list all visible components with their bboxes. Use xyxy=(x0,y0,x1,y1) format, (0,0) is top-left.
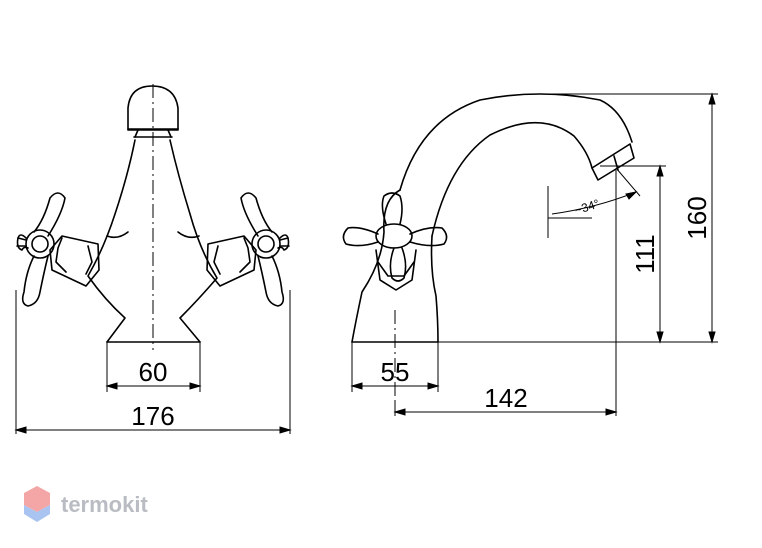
dim-front-base-width: 60 xyxy=(139,357,168,387)
left-handle xyxy=(16,192,66,307)
body-fillet-right xyxy=(177,231,200,239)
dim-spout-reach: 142 xyxy=(484,383,527,413)
dim-side-base-width: 55 xyxy=(381,357,410,387)
angle-indicator xyxy=(547,167,641,238)
right-handle xyxy=(240,192,290,307)
side-handle xyxy=(342,192,448,291)
front-view xyxy=(16,85,290,343)
right-valve-housing xyxy=(206,235,257,287)
front-dimensions xyxy=(14,290,292,434)
dim-overall-height: 160 xyxy=(682,196,712,239)
dim-front-overall-width: 176 xyxy=(131,401,174,431)
spout-inner-curve xyxy=(431,121,593,237)
dim-spout-height: 111 xyxy=(630,234,660,274)
body-fillet-left xyxy=(106,231,129,239)
front-body xyxy=(87,139,218,343)
side-view xyxy=(342,93,635,343)
side-dimensions xyxy=(350,92,718,416)
termokit-watermark: termokit xyxy=(24,486,148,522)
spout-aerator-dome xyxy=(127,85,179,131)
left-valve-housing xyxy=(49,235,100,287)
brand-name: termokit xyxy=(61,492,148,517)
angle-label: ~34° xyxy=(573,196,601,217)
spout-outer-curve xyxy=(399,93,633,191)
spout-nozzle xyxy=(591,143,635,181)
termokit-logo-icon xyxy=(24,486,50,522)
